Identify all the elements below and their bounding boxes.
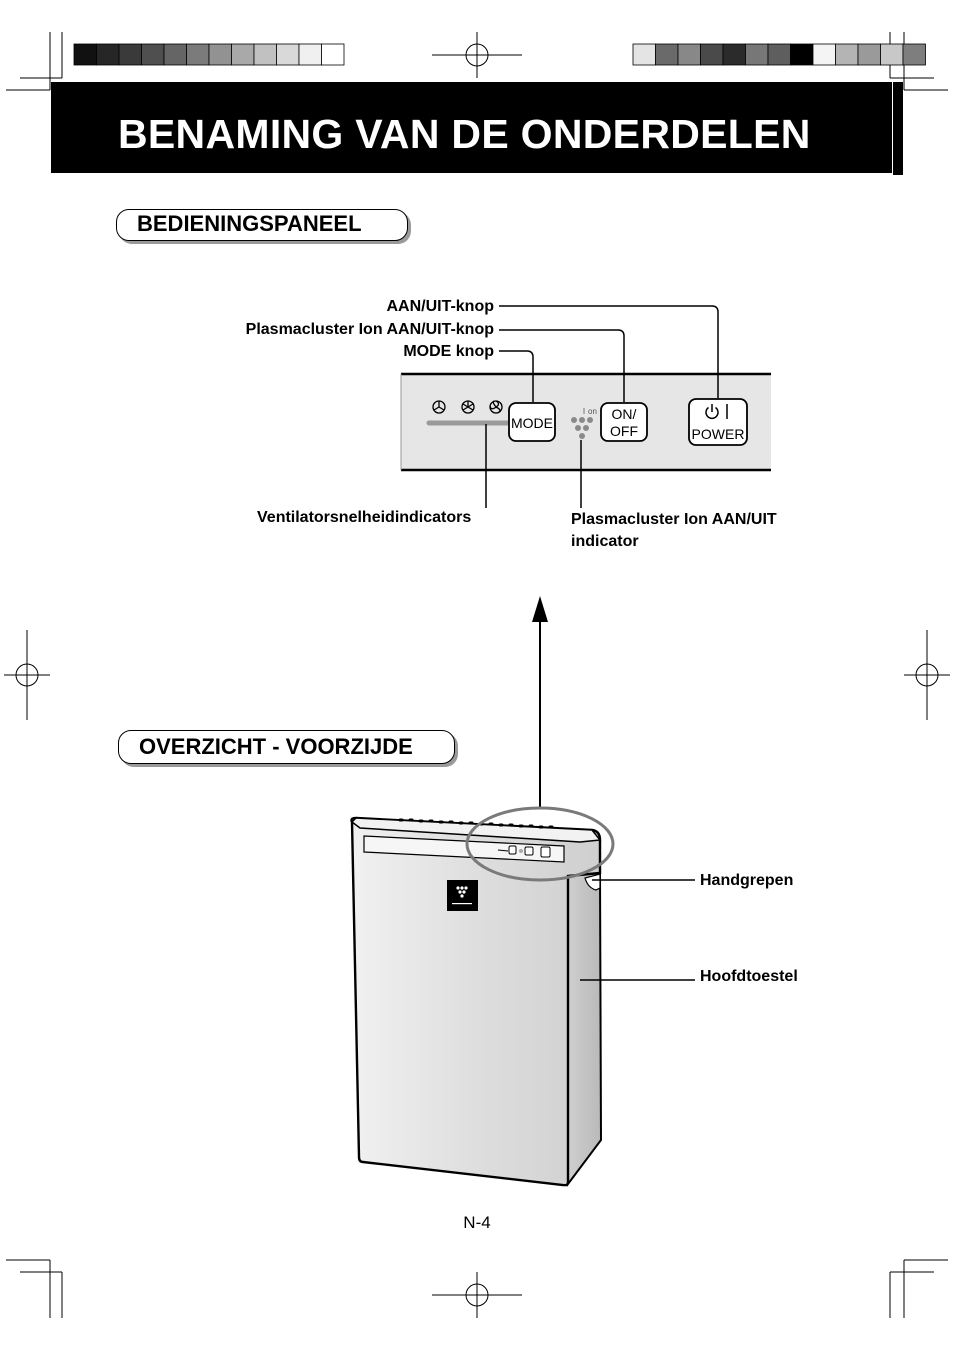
power-button[interactable] [688,398,748,446]
color-swatch [677,43,701,66]
color-swatch [700,43,724,66]
power-icon [705,404,728,420]
power-button-label: POWER [692,426,745,442]
color-swatch [767,43,791,66]
mode-button-label: MODE [511,415,553,431]
label-power-button: AAN/UIT-knop [386,298,494,315]
color-swatch [902,43,926,66]
page-number: N-4 [463,1213,491,1232]
ion-button-label-line1: ON/ [612,406,637,422]
label-mode-button: MODE knop [403,343,494,360]
label-ion-button: Plasmacluster Ion AAN/UIT-knop [245,321,494,338]
control-panel: MODE on ON/ OFF POWER [400,372,771,472]
section-heading-control-panel: BEDIENINGSPANEEL [116,209,408,241]
label-ion-indicator-line1: Plasmacluster Ion AAN/UIT [571,511,777,528]
color-swatch [253,43,277,66]
label-main-unit: Hoofdtoestel [700,968,798,985]
section-heading-front-overview: OVERZICHT - VOORZIJDE [118,730,455,764]
color-swatch [790,43,814,66]
color-swatch [141,43,165,66]
ion-button-label-line2: OFF [610,423,638,439]
color-swatch [276,43,300,66]
ion-symbol-label: on [588,407,597,416]
color-bar-left [73,43,345,66]
leader-lines [485,305,719,508]
label-handles: Handgrepen [700,872,794,889]
fan-speed-icon [432,400,503,414]
color-swatch [857,43,881,66]
color-bar-right [632,43,926,66]
color-swatch [163,43,187,66]
color-swatch [298,43,322,66]
plasmacluster-ion-indicator-icon [571,408,593,439]
color-swatch [632,43,656,66]
mode-button[interactable] [508,402,556,442]
color-swatch [835,43,859,66]
section-heading-front-overview-text: OVERZICHT - VOORZIJDE [139,734,413,759]
color-swatch [812,43,836,66]
color-swatch [880,43,904,66]
color-swatch [231,43,255,66]
label-ion-indicator-line2: indicator [571,533,639,550]
panel-highlight-circle [465,806,615,882]
front-leader-lines [580,879,695,981]
color-swatch [118,43,142,66]
color-swatch [96,43,120,66]
zoom-arrow-icon [532,596,548,808]
registration-target-icon [4,32,950,1318]
air-purifier-unit [350,806,615,1187]
color-swatch [745,43,769,66]
color-swatch [321,43,345,66]
title-banner [51,82,892,173]
color-swatch [208,43,232,66]
color-swatch [722,43,746,66]
label-fan-speed-indicators: Ventilatorsnelheidindicators [257,509,472,526]
title-banner-shadow [893,82,903,175]
color-swatch [655,43,679,66]
color-swatch [73,43,97,66]
ion-on-off-button[interactable] [600,402,648,442]
color-swatch [186,43,210,66]
section-heading-control-panel-text: BEDIENINGSPANEEL [137,211,362,236]
page-title: BENAMING VAN DE ONDERDELEN [118,111,811,157]
